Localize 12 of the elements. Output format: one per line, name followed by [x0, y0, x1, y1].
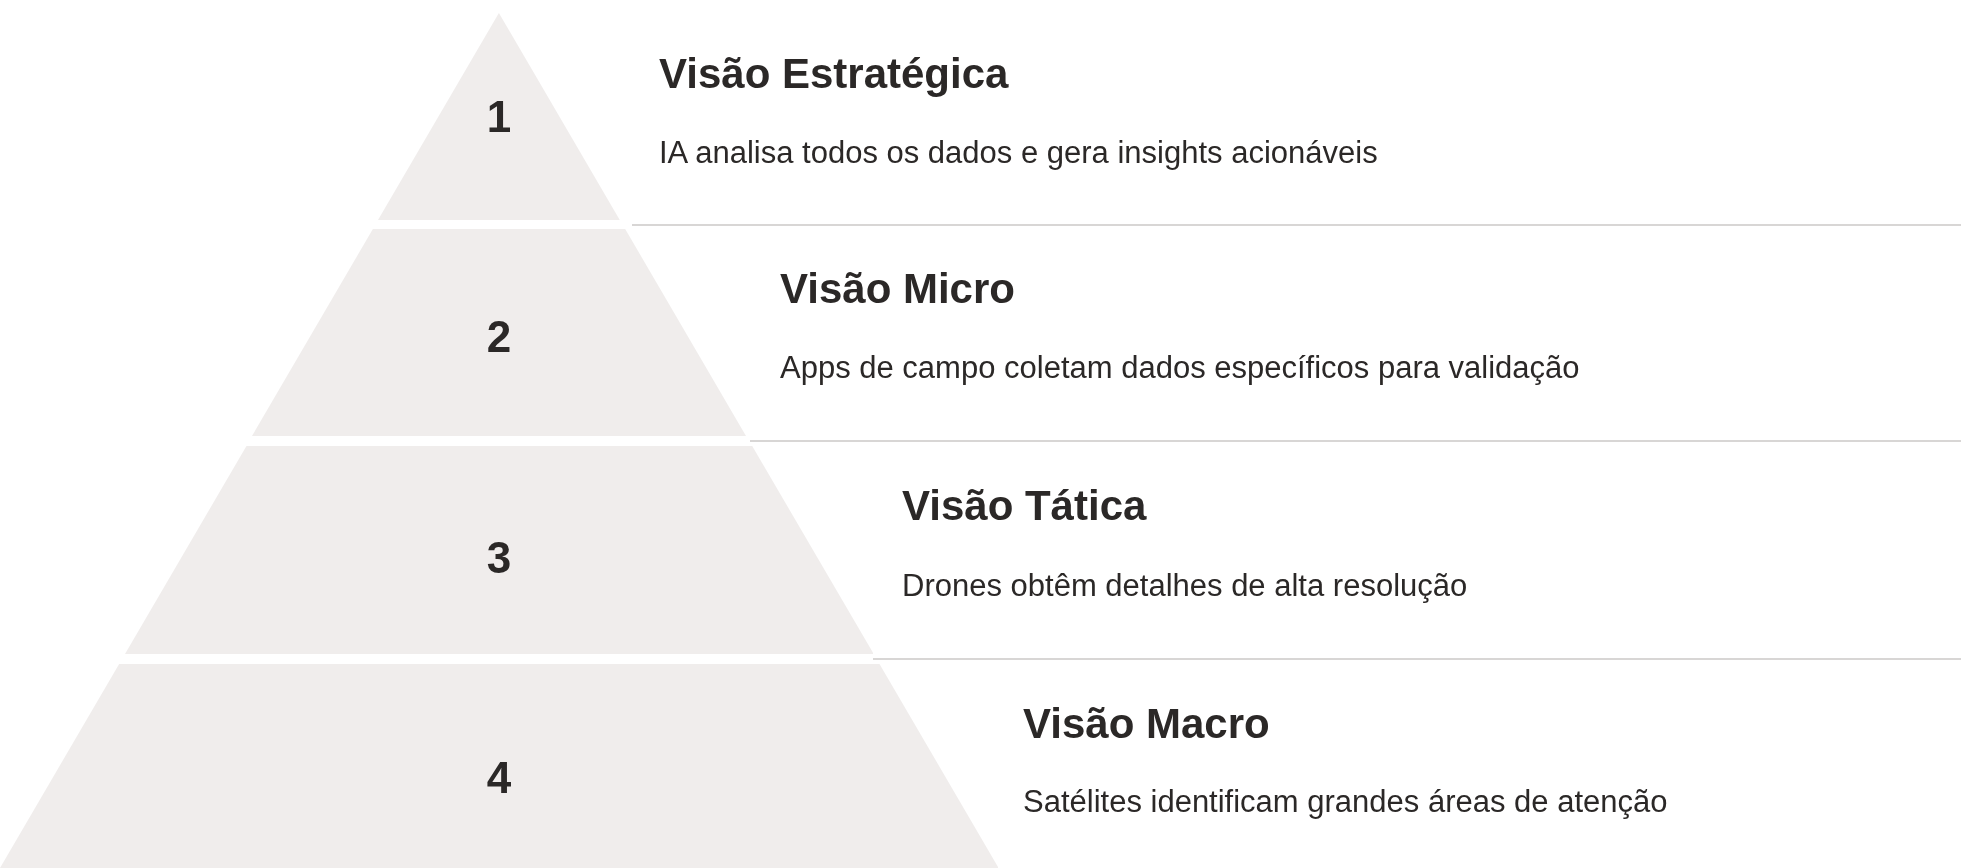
level-title: Visão Micro: [780, 265, 1015, 313]
level-description: Drones obtêm detalhes de alta resolução: [902, 568, 1468, 604]
level-number: 2: [486, 311, 512, 362]
level-number: 1: [486, 91, 512, 142]
level-number: 3: [486, 533, 512, 583]
level-title: Visão Tática: [902, 482, 1147, 530]
level-title: Visão Estratégica: [659, 50, 1009, 98]
level-description: IA analisa todos os dados e gera insights acionáveis: [659, 135, 1378, 171]
level-description: Apps de campo coletam dados específicos para validação: [780, 350, 1580, 386]
level-title: Visão Macro: [1023, 700, 1270, 748]
level-description: Satélites identificam grandes áreas de atenção: [1023, 784, 1668, 820]
level-number: 4: [486, 753, 512, 803]
